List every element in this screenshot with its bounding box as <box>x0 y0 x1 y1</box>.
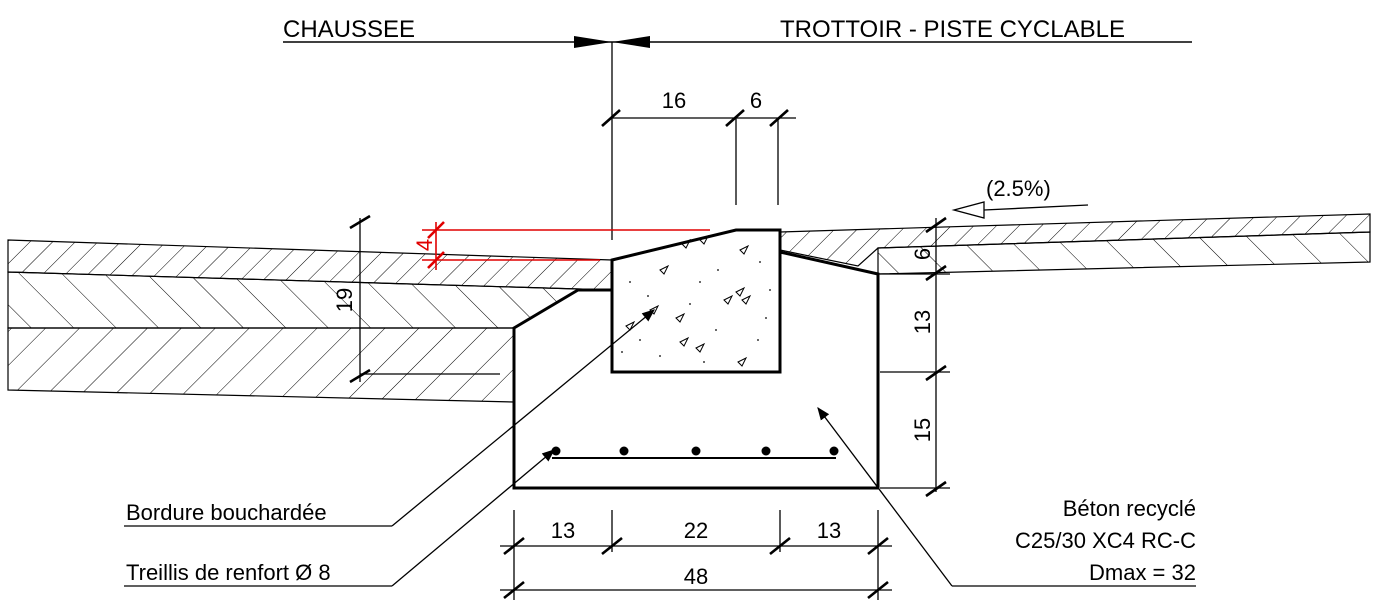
slope-arrow-icon <box>951 201 985 219</box>
red-dim-4-label: 4 <box>412 239 437 251</box>
bottom-dimensions: 13 22 13 48 <box>500 510 892 600</box>
callout-treillis-label: Treillis de renfort Ø 8 <box>126 560 331 585</box>
callout-treillis: Treillis de renfort Ø 8 <box>124 449 555 587</box>
rebar-dot <box>691 446 701 456</box>
slope-label: (2.5%) <box>986 176 1051 201</box>
rebar-dot <box>619 446 629 456</box>
leader-arrow-icon <box>817 406 953 587</box>
right-dimensions: 6 13 15 <box>878 216 950 498</box>
leader-arrow-icon <box>391 309 656 527</box>
dim-19-label: 19 <box>332 288 357 312</box>
sidewalk-base-course <box>877 231 1371 275</box>
red-dimension-4: 4 <box>412 221 710 270</box>
dim-6-right-label: 6 <box>910 248 935 260</box>
trottoir-layers <box>779 213 1371 275</box>
callout-bordure: Bordure bouchardée <box>124 309 656 527</box>
header: CHAUSSEE TROTTOIR - PISTE CYCLABLE <box>283 16 1192 240</box>
dim-22-bottom-label: 22 <box>684 518 708 543</box>
dim-13-bottom-left-label: 13 <box>551 518 575 543</box>
callout-bordure-label: Bordure bouchardée <box>126 500 327 525</box>
dim-15-right-label: 15 <box>910 418 935 442</box>
callout-beton-line3: Dmax = 32 <box>1089 560 1196 585</box>
dim-48-label: 48 <box>684 564 708 589</box>
callout-beton-line1: Béton recyclé <box>1063 496 1196 521</box>
dim-6-top-label: 6 <box>750 88 762 113</box>
dimension-19: 19 <box>332 214 500 384</box>
curb-stone <box>610 228 782 374</box>
rebar-dot <box>829 446 839 456</box>
reinforcement-mesh <box>551 446 839 459</box>
dim-13-bottom-right-label: 13 <box>817 518 841 543</box>
header-chaussee: CHAUSSEE <box>283 16 415 43</box>
sub-base-course <box>7 327 515 403</box>
boundary-arrow-right-icon <box>612 36 650 48</box>
slope-indicator: (2.5%) <box>951 176 1089 219</box>
boundary-arrow-left-icon <box>574 36 612 48</box>
callout-beton-line2: C25/30 XC4 RC-C <box>1015 528 1196 553</box>
leader-arrow-icon <box>391 449 555 587</box>
curb-aggregate-texture <box>625 234 752 367</box>
top-dimensions: 16 6 <box>601 88 796 205</box>
header-trottoir: TROTTOIR - PISTE CYCLABLE <box>780 16 1125 43</box>
curb-speckles <box>621 261 771 363</box>
dim-13-right-label: 13 <box>910 310 935 334</box>
chaussee-layers <box>7 239 613 403</box>
rebar-dot <box>761 446 771 456</box>
callout-beton: Béton recyclé C25/30 XC4 RC-C Dmax = 32 <box>817 406 1196 587</box>
dim-16-label: 16 <box>662 88 686 113</box>
